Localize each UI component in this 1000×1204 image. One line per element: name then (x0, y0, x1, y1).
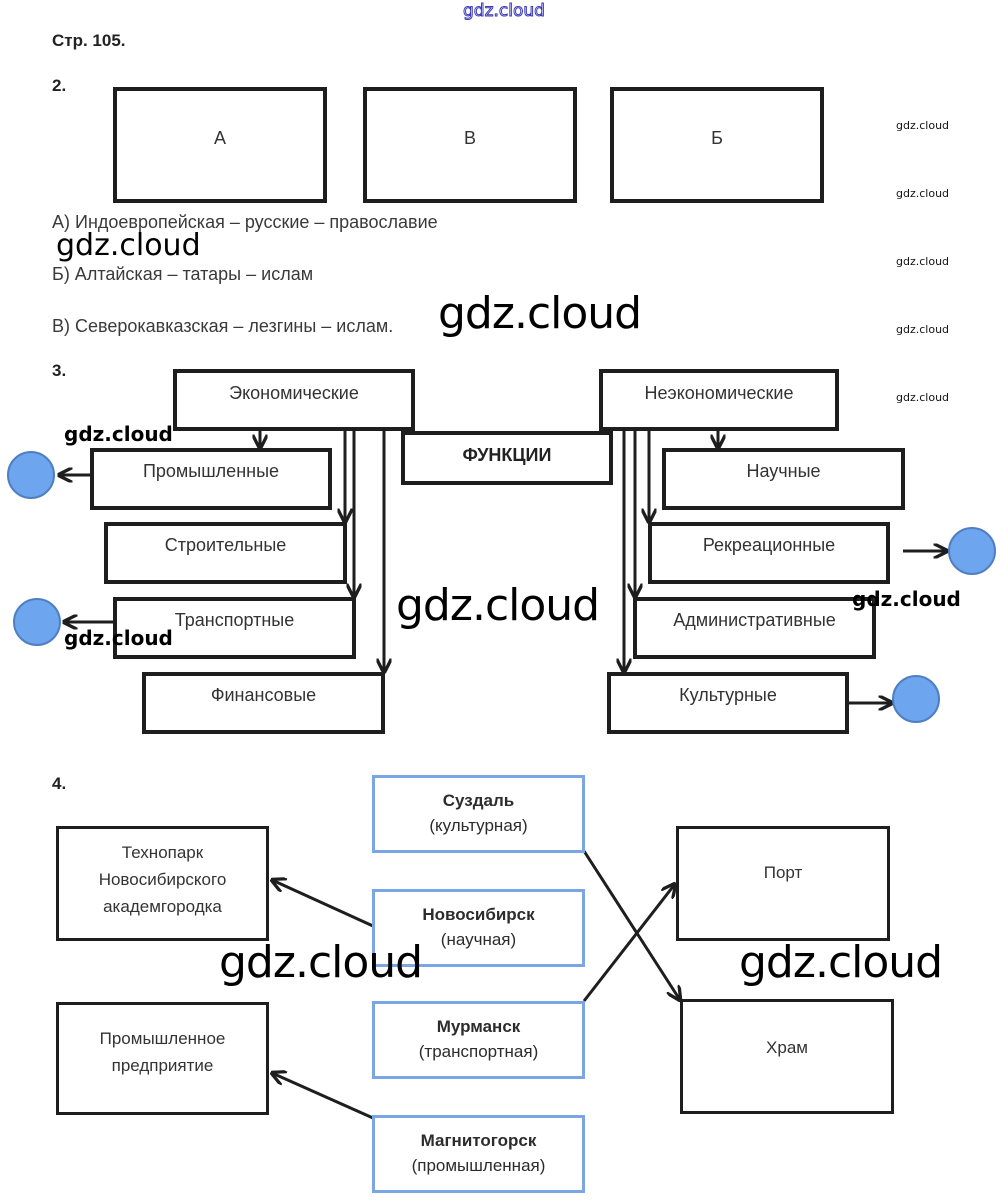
watermark: gdz.cloud (852, 587, 961, 611)
task2-answer-b: Б) Алтайская – татары – ислам (52, 264, 314, 284)
watermark: gdz.cloud (64, 422, 173, 446)
city-type: (культурная) (429, 816, 528, 835)
task2-box-a-label: А (213, 128, 226, 148)
task2-box-b: Б (610, 87, 824, 203)
econ-item-label: Промышленные (142, 461, 280, 481)
city-name: Новосибирск (422, 905, 535, 924)
watermark: gdz.cloud (64, 626, 173, 650)
target-line: Промышленное (99, 1029, 226, 1048)
city-box-suzdal: Суздаль (культурная) (372, 775, 585, 853)
watermark: gdz.cloud (896, 255, 950, 268)
city-name: Суздаль (442, 791, 515, 810)
watermark: gdz.cloud (896, 323, 950, 336)
target-line: Технопарк (121, 843, 204, 862)
econ-item-label: Транспортные (174, 610, 295, 630)
noneco-item-label: Рекреационные (702, 535, 836, 555)
econ-item-construction: Строительные (104, 522, 347, 584)
noneco-item-recreation: Рекреационные (648, 522, 890, 584)
watermark: gdz.cloud (56, 228, 201, 263)
task4-number: 4. (52, 774, 67, 793)
watermark: gdz.cloud (896, 119, 950, 132)
target-industrial-enterprise: Промышленное предприятие (56, 1002, 269, 1115)
econ-item-transport: Транспортные (113, 597, 356, 659)
task2-box-b-label: Б (711, 128, 723, 148)
watermark: gdz.cloud (896, 391, 950, 404)
econ-item-label: Финансовые (210, 685, 317, 705)
city-box-novosibirsk: Новосибирск (научная) (372, 889, 585, 967)
watermark: gdz.cloud (438, 288, 642, 339)
target-line: Новосибирского (98, 870, 227, 889)
target-line: академгородка (103, 897, 222, 916)
econ-item-industrial: Промышленные (90, 448, 332, 510)
circle-marker-culture (892, 675, 940, 723)
noneco-item-label: Культурные (679, 685, 777, 705)
city-type: (научная) (440, 930, 517, 949)
non-economic-title: Неэкономические (644, 383, 794, 403)
watermark: gdz.cloud (739, 937, 943, 988)
economic-title: Экономические (229, 383, 359, 403)
task2-box-v-label: В (463, 128, 476, 148)
task2-box-v: В (363, 87, 577, 203)
watermark: gdz.cloud (896, 187, 950, 200)
non-economic-box: Неэкономические (599, 369, 839, 431)
noneco-item-culture: Культурные (607, 672, 849, 734)
econ-item-label: Строительные (164, 535, 287, 555)
target-line: предприятие (111, 1056, 214, 1075)
arrow-murmansk-port (582, 884, 675, 1002)
page-label: Стр. 105. (52, 31, 126, 50)
task2-answer-v: В) Северокавказская – лезгины – ислам. (52, 316, 394, 336)
city-name: Мурманск (436, 1017, 521, 1036)
noneco-item-science: Научные (662, 448, 905, 510)
target-label: Храм (766, 1038, 808, 1057)
functions-box: ФУНКЦИИ (401, 431, 613, 485)
target-temple: Храм (680, 999, 894, 1114)
circle-marker-recreation (948, 527, 996, 575)
noneco-item-admin: Административные (633, 597, 876, 659)
task2-number: 2. (52, 76, 67, 95)
noneco-item-label: Научные (746, 461, 821, 481)
arrow-suzdal-temple (582, 850, 680, 1000)
circle-marker-transport (13, 598, 61, 646)
city-name: Магнитогорск (420, 1131, 537, 1150)
task3-number: 3. (52, 361, 67, 380)
city-type: (транспортная) (418, 1042, 539, 1061)
watermark: gdz.cloud (396, 580, 600, 631)
city-type: (промышленная) (411, 1156, 546, 1175)
city-box-murmansk: Мурманск (транспортная) (372, 1001, 585, 1079)
functions-title: ФУНКЦИИ (462, 445, 552, 465)
watermark: gdz.cloud (219, 937, 423, 988)
arrow-novosibirsk-technopark (272, 880, 374, 928)
task2-answer-a: А) Индоевропейская – русские – православ… (52, 212, 438, 232)
city-box-magnitogorsk: Магнитогорск (промышленная) (372, 1115, 585, 1193)
watermark-top: gdz.cloud (463, 1, 546, 22)
economic-box: Экономические (173, 369, 415, 431)
target-port: Порт (676, 826, 890, 941)
arrow-magnitogorsk-industry (272, 1073, 374, 1120)
target-technopark: Технопарк Новосибирского академгородка (56, 826, 269, 941)
circle-marker-industrial (7, 451, 55, 499)
econ-item-finance: Финансовые (142, 672, 385, 734)
task2-box-a: А (113, 87, 327, 203)
target-label: Порт (763, 863, 803, 882)
noneco-item-label: Административные (673, 610, 836, 630)
